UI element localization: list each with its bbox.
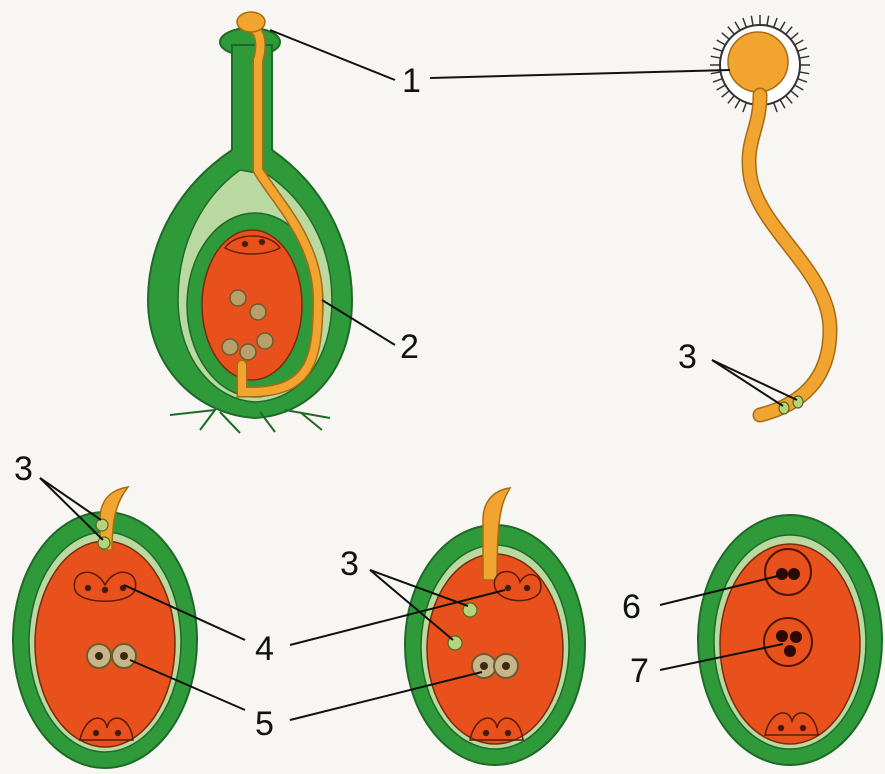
ovule-sperm-release xyxy=(290,488,585,765)
pollen-spine xyxy=(713,79,722,82)
pollen-spine xyxy=(728,96,734,104)
pollen-grain-on-stigma xyxy=(237,12,265,32)
ovule-fertilized xyxy=(660,515,882,765)
leader-line-3b xyxy=(712,360,797,400)
label-1: 1 xyxy=(402,62,421,100)
pollen-spine xyxy=(711,72,721,74)
pollen-spine xyxy=(751,16,753,26)
label-3-left: 3 xyxy=(14,450,33,488)
pollen-spine xyxy=(786,27,792,35)
pollen-spine xyxy=(791,91,799,97)
pollen-spine xyxy=(711,56,721,58)
pollen-spine xyxy=(791,33,799,39)
embryo-sac xyxy=(35,541,175,747)
pollen-spine xyxy=(795,40,804,45)
pollen-spine xyxy=(799,72,809,74)
pollen-spine xyxy=(735,22,740,31)
pollen-spine xyxy=(798,79,807,82)
pollen-spine xyxy=(780,100,785,109)
label-6: 6 xyxy=(622,588,641,626)
pollen-cytoplasm xyxy=(728,32,788,92)
pollen-spine xyxy=(774,18,777,27)
pollen-spine xyxy=(735,100,740,109)
pistil-with-pollen-tube xyxy=(148,12,395,433)
pollen-spine xyxy=(728,27,734,35)
ovule-sperm-entry xyxy=(13,478,245,768)
pollen-spine xyxy=(786,96,792,104)
pollen-spine xyxy=(774,103,777,112)
label-3-pollen: 3 xyxy=(678,338,697,376)
pollen-spine xyxy=(713,48,722,51)
pollen-spine xyxy=(798,48,807,51)
sperm-cell xyxy=(98,537,110,549)
sperm-cell xyxy=(96,519,108,531)
triploid-nucleus xyxy=(764,618,812,666)
leader-line-1a xyxy=(270,30,395,80)
pollen-spine xyxy=(743,18,746,27)
leader-line-3c xyxy=(40,478,101,520)
pollen-spine xyxy=(722,33,730,39)
label-4: 4 xyxy=(255,630,274,668)
germinating-pollen-grain xyxy=(430,15,830,415)
leader-line-3a xyxy=(712,360,783,406)
pollen-spine xyxy=(743,103,746,112)
zygote xyxy=(765,549,811,595)
label-7: 7 xyxy=(630,652,649,690)
pollen-spine xyxy=(780,22,785,31)
pollen-spine xyxy=(722,91,730,97)
pollen-spine xyxy=(795,85,804,90)
pollen-spine xyxy=(717,40,726,45)
pollen-spine xyxy=(799,56,809,58)
label-2: 2 xyxy=(400,328,419,366)
pollen-spine xyxy=(767,16,769,26)
label-5: 5 xyxy=(255,705,274,743)
leader-line-1b xyxy=(430,70,730,78)
pollen-spine xyxy=(717,85,726,90)
label-3-middle: 3 xyxy=(340,545,359,583)
free-pollen-tube xyxy=(749,95,830,415)
